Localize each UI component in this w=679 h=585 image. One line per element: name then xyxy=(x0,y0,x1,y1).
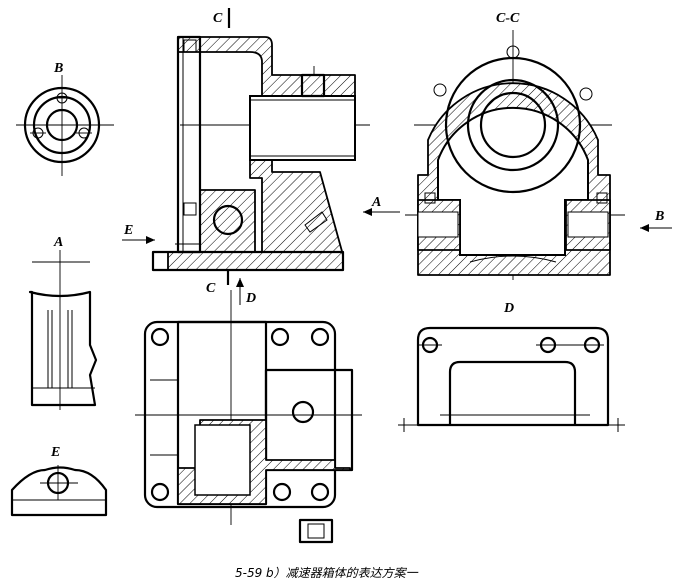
label-c-c: C-C xyxy=(496,11,520,26)
label-b-arrow: B xyxy=(654,209,664,224)
view-e xyxy=(10,465,108,517)
label-d-view: D xyxy=(503,301,514,316)
figure-caption: 5-59 b）减速器箱体的表达方案一 xyxy=(235,566,419,580)
main-section-view xyxy=(122,8,370,272)
label-a-arrow: A xyxy=(371,195,381,210)
label-e-arrow: E xyxy=(123,223,133,238)
label-b: B xyxy=(53,61,63,76)
view-d xyxy=(398,326,625,432)
view-b xyxy=(16,75,114,176)
view-a xyxy=(28,250,98,410)
label-c-bottom: C xyxy=(206,281,216,296)
label-c-top: C xyxy=(213,11,223,26)
label-a-view: A xyxy=(53,235,63,250)
label-d-arrow: D xyxy=(245,291,256,306)
label-e-view: E xyxy=(50,445,60,460)
top-view xyxy=(135,270,362,544)
section-c-c xyxy=(363,30,672,280)
